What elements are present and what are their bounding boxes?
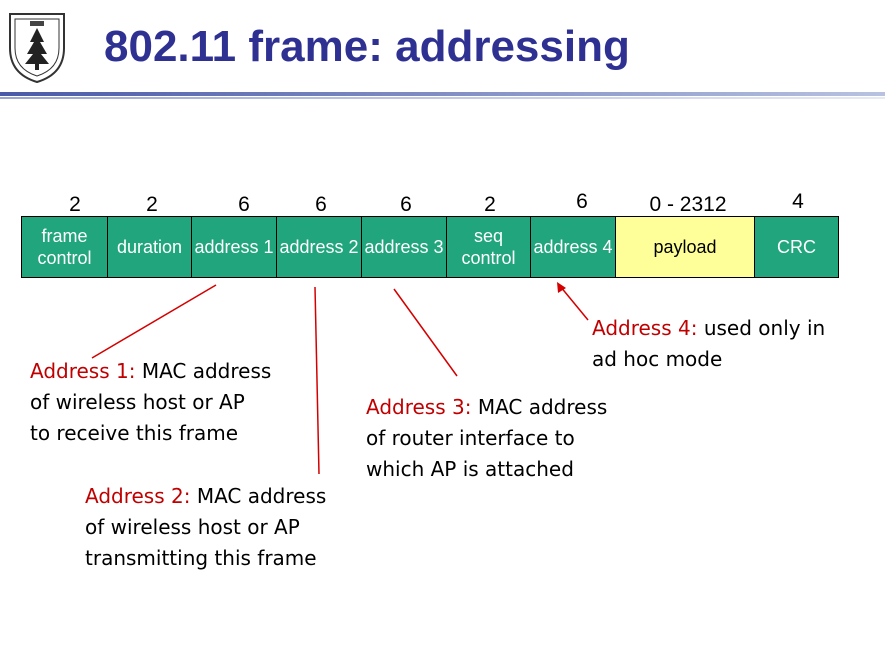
field-size-payload: 0 - 2312: [649, 193, 727, 216]
address-4-arrowhead: [557, 282, 566, 293]
field-size-seq-control: 2: [484, 193, 496, 216]
title-divider: [0, 92, 885, 96]
frame-format: frame control duration address 1 address…: [21, 216, 839, 278]
field-crc: CRC: [755, 217, 839, 277]
address-1-pointer: [91, 284, 217, 359]
note-address-4-label: Address 4:: [592, 316, 698, 340]
field-size-address-3: 6: [400, 193, 412, 216]
note-address-3-label: Address 3:: [366, 395, 472, 419]
address-4-pointer: [559, 285, 589, 321]
field-payload: payload: [616, 217, 755, 277]
note-address-1-label: Address 1:: [30, 359, 136, 383]
field-address-1: address 1: [192, 217, 277, 277]
slide-title: 802.11 frame: addressing: [104, 22, 630, 71]
field-size-address-2: 6: [315, 193, 327, 216]
note-address-2: Address 2: MAC address of wireless host …: [85, 484, 327, 570]
note-address-3: Address 3: MAC address of router interfa…: [366, 395, 608, 481]
field-address-2: address 2: [277, 217, 362, 277]
field-duration: duration: [108, 217, 192, 277]
title-divider-thin: [0, 97, 885, 99]
address-3-pointer: [393, 288, 458, 377]
field-seq-control: seq control: [447, 217, 531, 277]
field-size-address-4: 6: [576, 190, 588, 213]
field-address-4: address 4: [531, 217, 616, 277]
field-size-frame-control: 2: [69, 193, 81, 216]
field-size-crc: 4: [792, 190, 804, 213]
note-address-1: Address 1: MAC address of wireless host …: [30, 359, 272, 445]
university-seal-logo: [9, 13, 65, 84]
note-address-4: Address 4: used only in ad hoc mode: [592, 316, 826, 371]
field-address-3: address 3: [362, 217, 447, 277]
note-address-2-label: Address 2:: [85, 484, 191, 508]
field-size-duration: 2: [146, 193, 158, 216]
field-frame-control: frame control: [22, 217, 108, 277]
address-2-pointer: [314, 286, 320, 475]
field-size-address-1: 6: [238, 193, 250, 216]
